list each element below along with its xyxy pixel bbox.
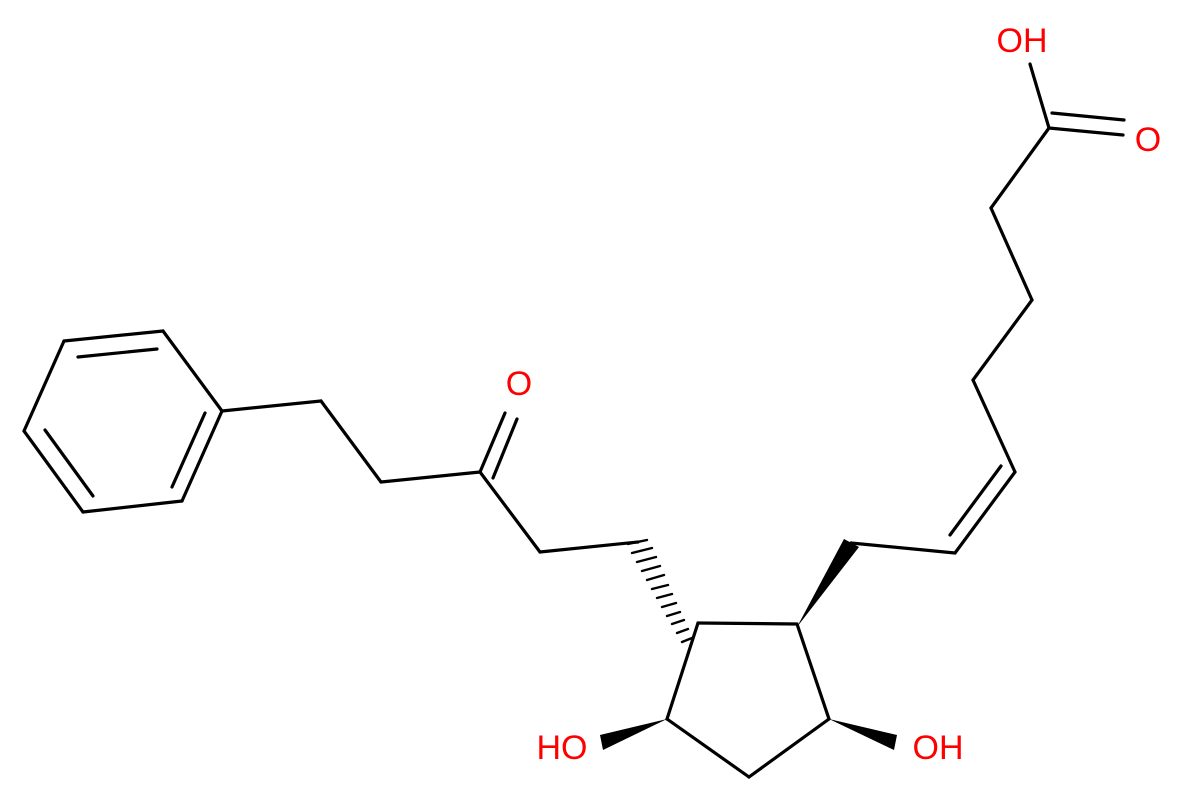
solid-wedge-bond-left-oh	[600, 719, 667, 750]
bond-ring-inner-2	[170, 411, 207, 489]
bond-chain-3	[379, 470, 482, 484]
bond-ring-3	[180, 409, 224, 503]
bond-ketone-b	[491, 417, 519, 480]
bond-alpha-4	[989, 206, 1034, 302]
bond-cp-5	[665, 621, 700, 721]
bond-ring-6	[22, 339, 66, 433]
bond-alpha-double-a	[953, 470, 1017, 555]
bond-chain-1	[220, 399, 323, 413]
atom-labels: OH O O HO OH	[506, 22, 1161, 767]
bond-ring-4	[81, 499, 184, 514]
solid-wedge-bond-right-oh	[829, 719, 897, 750]
bond-ketone-a	[478, 411, 507, 474]
bond-chain-4	[478, 470, 542, 554]
hashed-wedge-bond	[626, 538, 694, 644]
bond-alpha-1	[849, 541, 957, 555]
bond-ring-inner-3	[43, 428, 95, 498]
bond-cp-1	[696, 621, 799, 626]
bond-layer	[22, 62, 1126, 779]
left-hydroxyl-label: HO	[537, 729, 588, 767]
right-hydroxyl-label: OH	[913, 729, 964, 767]
bond-acid-co-a	[1047, 126, 1125, 137]
bond-cp-3	[747, 717, 831, 779]
bond-acid-co-b	[1050, 111, 1126, 122]
bond-chain-2	[319, 399, 383, 484]
bond-alpha-3	[971, 298, 1034, 382]
solid-wedge-bond-alpha	[797, 539, 859, 627]
bond-cp-2	[795, 622, 831, 721]
bond-chain-5	[538, 540, 640, 554]
acid-hydroxyl-label: OH	[997, 22, 1048, 60]
ketone-oxygen-label: O	[506, 365, 532, 403]
bond-alpha-double-b	[948, 464, 1003, 537]
bond-cp-4	[665, 717, 751, 779]
bond-alpha-5	[989, 126, 1051, 210]
bond-alpha-2	[971, 378, 1017, 474]
bond-acid-oh	[1028, 62, 1051, 130]
bond-ring-5	[22, 429, 85, 514]
acid-carbonyl-oxygen-label: O	[1135, 121, 1161, 159]
bond-ring-inner-1	[76, 347, 159, 359]
bond-ring-1	[62, 329, 165, 343]
bond-ring-2	[161, 329, 224, 413]
